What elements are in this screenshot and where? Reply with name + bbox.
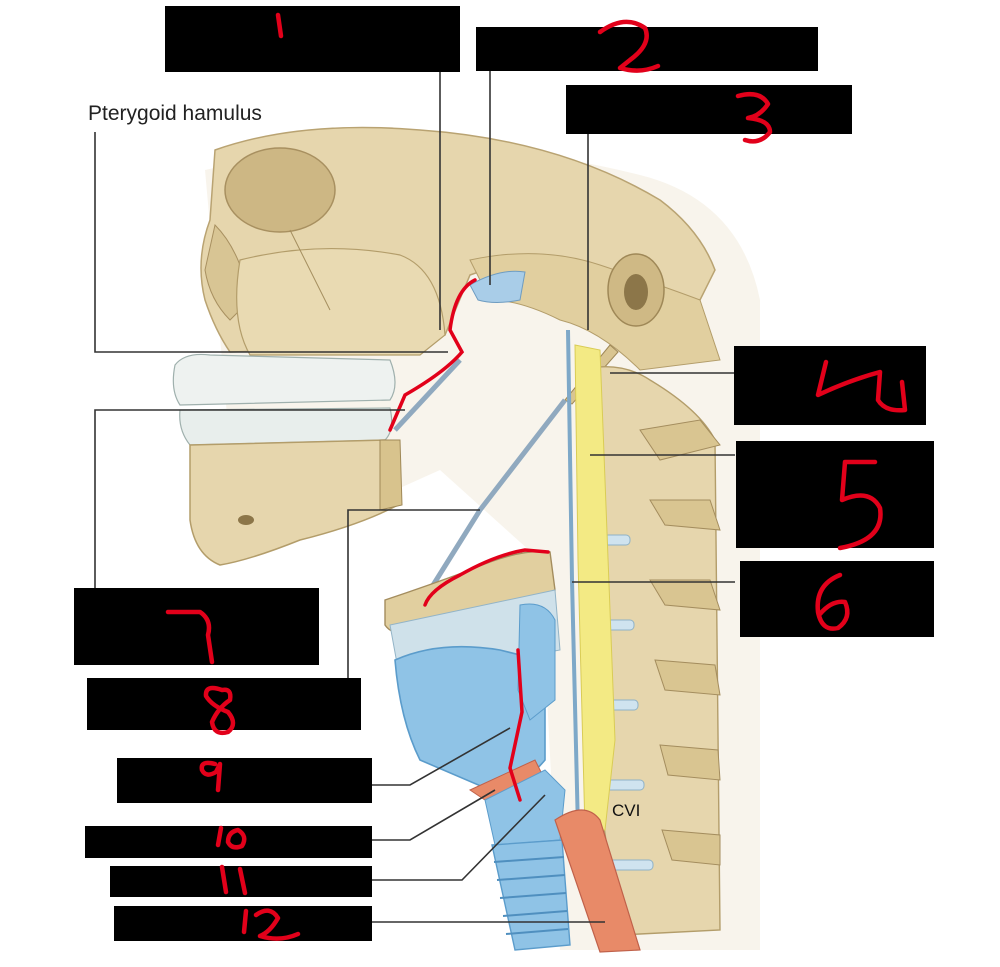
arytenoid-region [517,603,556,721]
mandible-cut-surface [379,439,403,511]
mandible [189,439,399,566]
handwritten-8 [203,685,236,736]
handwritten-numbers: 1 2 3 4 5 6 7 8 9 10 11 12 [165,12,908,941]
teeth [172,353,396,446]
lower-teeth [179,407,393,446]
red-line-hyoid [423,548,550,607]
answer-box-6[interactable] [740,561,934,637]
pterygomandibular-raphe [393,358,462,432]
larynx [384,550,571,951]
label-pterygoid-hamulus: Pterygoid hamulus [88,102,262,125]
prevertebral-yellow-band [574,344,616,831]
answer-box-4[interactable] [734,346,926,425]
handwritten-7 [165,609,215,665]
maxilla [236,248,446,356]
maxilla-suture [289,229,331,311]
handwritten-1 [275,12,284,39]
anatomy-illustration [172,126,760,953]
handwritten-4 [815,359,908,413]
red-ligament-lines [388,278,550,802]
answer-boxes [74,6,934,941]
orbit [224,147,336,233]
handwritten-2 [597,19,661,73]
upper-teeth [172,353,396,406]
answer-box-9[interactable] [117,758,372,803]
handwritten-9 [199,760,223,793]
mental-foramen [238,515,254,525]
answer-box-7[interactable] [74,588,319,665]
pharyngeal-wall [566,329,580,831]
handwritten-5 [837,459,883,551]
answer-box-3[interactable] [566,85,852,134]
handwritten-10 [215,825,247,850]
esophagus [554,809,641,953]
spinous-processes [639,419,721,866]
answer-box-5[interactable] [736,441,934,548]
red-line-larynx [508,648,524,802]
ear-canal-inner [624,274,648,310]
handwritten-6 [815,572,850,631]
skull-base [469,253,721,371]
leader-lines [94,70,735,923]
tracheal-rings [493,856,569,935]
handwritten-12 [241,908,301,941]
handwritten-11 [219,864,248,896]
red-line-upper [388,278,477,432]
label-cvi: CVI [612,801,640,820]
answer-box-1[interactable] [165,6,460,72]
handwritten-3 [735,92,773,144]
